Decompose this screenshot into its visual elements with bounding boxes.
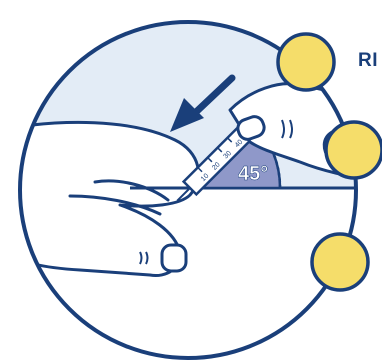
callout-dot-bottom <box>312 234 368 290</box>
callout-dot-middle <box>326 122 382 178</box>
left-thumb-nail <box>162 245 186 271</box>
callout-dot-top <box>278 34 334 90</box>
angle-label: 45° <box>238 163 268 185</box>
